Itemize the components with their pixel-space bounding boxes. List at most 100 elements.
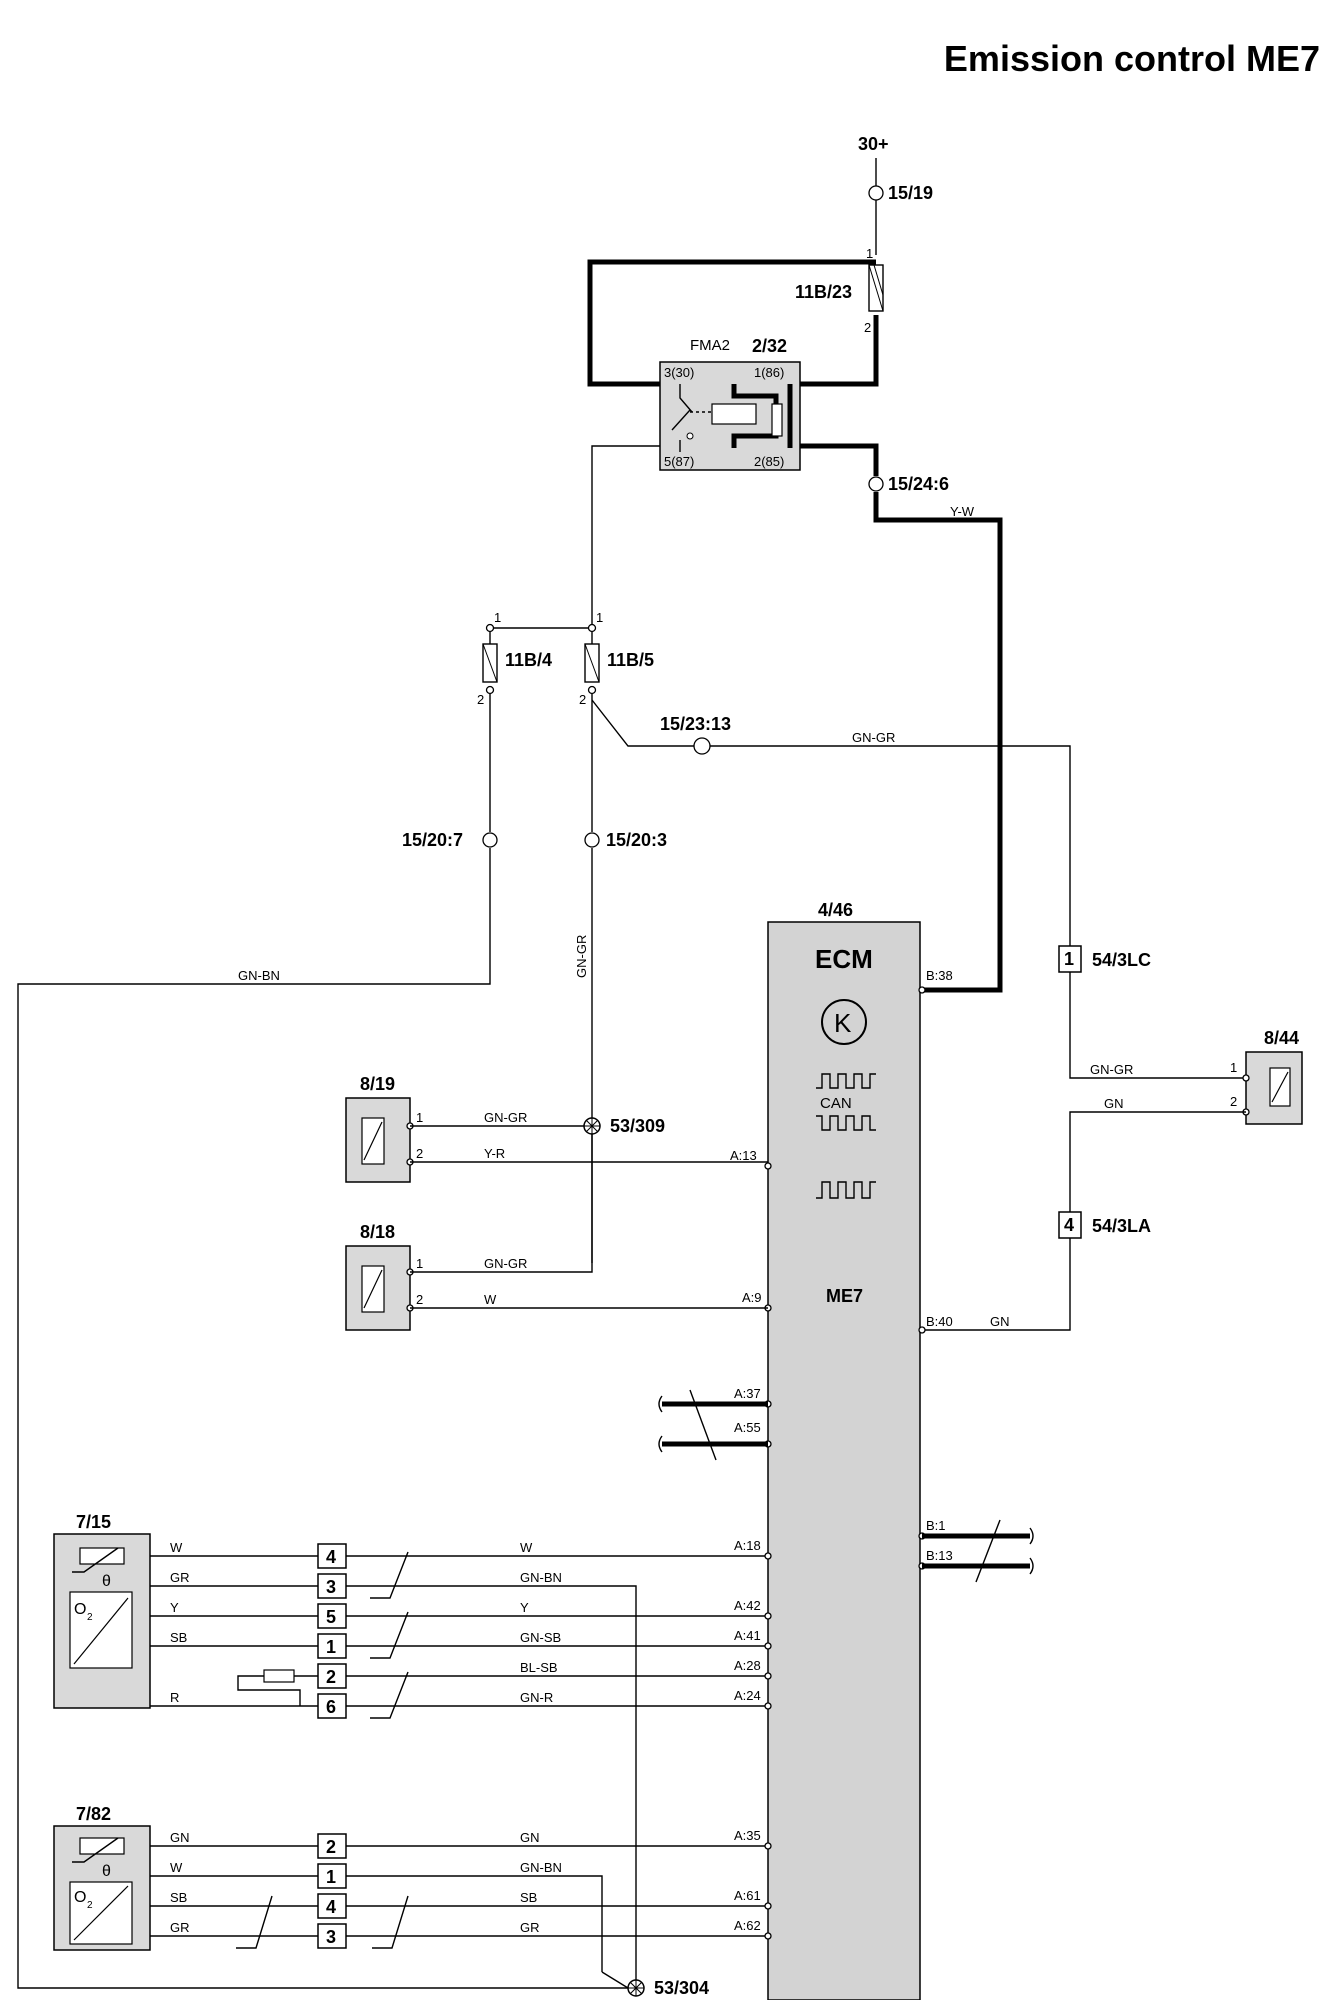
ecm-pin-a55: A:55 (734, 1420, 761, 1435)
node-15-23-13 (693, 737, 711, 755)
connector-54-3la-pin: 4 (1064, 1215, 1074, 1235)
ecm-pin-a37: A:37 (734, 1386, 761, 1401)
wire-y-715: Y (170, 1600, 179, 1615)
relay-name: FMA2 (690, 337, 730, 354)
fuse-11b-23-label: 11B/23 (795, 282, 852, 302)
node-15-20-7 (482, 832, 498, 848)
fuse-pin-label: 1 (494, 610, 501, 625)
wire-w-782: W (170, 1860, 183, 1875)
wire-sb-a61: SB (520, 1890, 537, 1905)
component-8-44-id: 8/44 (1264, 1028, 1299, 1048)
fuse-pin-label: 2 (864, 320, 871, 335)
terminal-label: 5 (326, 1607, 336, 1627)
terminal-label: 4 (326, 1897, 336, 1917)
terminal-label: 1 (326, 1637, 336, 1657)
wire-gn-a35: GN (520, 1830, 540, 1845)
wire-gn-b40: GN (990, 1314, 1010, 1329)
wire-gn-gr-819: GN-GR (484, 1110, 527, 1125)
ecm-pin-a9: A:9 (742, 1290, 762, 1305)
connector-54-3la-label: 54/3LA (1092, 1216, 1151, 1236)
ecm-pin-a62: A:62 (734, 1918, 761, 1933)
ecm-pin-a13: A:13 (730, 1148, 757, 1163)
wire-w-818: W (484, 1292, 497, 1307)
terminal-block-7-15: 4 3 5 1 2 6 (317, 1543, 347, 1719)
component-7-82-id: 7/82 (76, 1804, 111, 1824)
ecm-can-label: CAN (820, 1095, 852, 1112)
component-8-44-pin2: 2 (1230, 1094, 1237, 1109)
wire-gn-gr-844: GN-GR (1090, 1062, 1133, 1077)
wire-gn-r: GN-R (520, 1690, 553, 1705)
can-high-waveform (816, 1073, 876, 1089)
component-7-15-id: 7/15 (76, 1512, 111, 1532)
component-8-18-pin1: 1 (416, 1256, 423, 1271)
terminal-label: 6 (326, 1697, 336, 1717)
ecm-id: 4/46 (818, 900, 853, 920)
wire-gr-782: GR (170, 1920, 190, 1935)
node-15-24-6 (868, 476, 884, 492)
ecm-pin-a42: A:42 (734, 1598, 761, 1613)
supply-label: 30+ (858, 134, 889, 154)
terminal-label: 3 (326, 1927, 336, 1947)
o2-label: O (74, 1889, 86, 1906)
terminal-block-7-82: 2 1 4 3 (317, 1833, 347, 1949)
ecm-pin-a18: A:18 (734, 1538, 761, 1553)
wire-gr-715: GR (170, 1570, 190, 1585)
ecm-pin-a35: A:35 (734, 1828, 761, 1843)
component-8-44-pin1: 1 (1230, 1060, 1237, 1075)
relay-pin-30: 3(30) (664, 365, 694, 380)
ecm-model: ME7 (826, 1286, 863, 1306)
o2-label: O (74, 1601, 86, 1618)
node-15-20-3-label: 15/20:3 (606, 830, 667, 850)
node-15-20-7-label: 15/20:7 (402, 830, 463, 850)
wire-gn-bn-715: GN-BN (520, 1570, 562, 1585)
wire-gn-gr-818: GN-GR (484, 1256, 527, 1271)
wire-sb-782: SB (170, 1890, 187, 1905)
o2-subscript: 2 (87, 1900, 93, 1911)
wire-y-r: Y-R (484, 1146, 505, 1161)
component-8-19-id: 8/19 (360, 1074, 395, 1094)
relay-pin-87: 5(87) (664, 454, 694, 469)
ecm-4-46 (767, 921, 921, 2000)
terminal-label: 2 (326, 1667, 336, 1687)
ecm-pin-b38: B:38 (926, 968, 953, 983)
terminal-label: 4 (326, 1547, 336, 1567)
fuse-pin-label: 2 (579, 692, 586, 707)
fuse-pin-label: 1 (596, 610, 603, 625)
relay-id: 2/32 (752, 336, 787, 356)
diagram-title: Emission control ME7 (943, 38, 1320, 79)
wire-gn-782: GN (170, 1830, 190, 1845)
wire-y-a42: Y (520, 1600, 529, 1615)
relay-pin-86: 1(86) (754, 365, 784, 380)
ecm-pin-b40: B:40 (926, 1314, 953, 1329)
o2-subscript: 2 (87, 1612, 93, 1623)
can-low-waveform (816, 1115, 876, 1131)
ecm-k-glyph: K (834, 1008, 852, 1038)
ecm-pin-b1: B:1 (926, 1518, 946, 1533)
splice-53-304-label: 53/304 (654, 1978, 709, 1998)
component-8-19-pin2: 2 (416, 1146, 423, 1161)
relay-pin-85: 2(85) (754, 454, 784, 469)
ecm-name: ECM (815, 944, 873, 974)
thermistor-theta: θ (102, 1863, 111, 1880)
wire-gn-844: GN (1104, 1096, 1124, 1111)
wire-r-715: R (170, 1690, 179, 1705)
wire-gn-sb: GN-SB (520, 1630, 561, 1645)
ecm-pin-b13: B:13 (926, 1548, 953, 1563)
node-15-23-13-label: 15/23:13 (660, 714, 731, 734)
connector-54-3lc-label: 54/3LC (1092, 950, 1151, 970)
node-15-19-label: 15/19 (888, 183, 933, 203)
node-15-20-3 (584, 832, 600, 848)
connector-54-3lc-pin: 1 (1064, 949, 1074, 969)
component-8-19-pin1: 1 (416, 1110, 423, 1125)
wire-sb-715: SB (170, 1630, 187, 1645)
component-8-44 (1245, 1051, 1303, 1125)
thermistor-theta: θ (102, 1573, 111, 1590)
node-15-19 (868, 185, 884, 201)
wire-w-a18: W (520, 1540, 533, 1555)
terminal-label: 2 (326, 1837, 336, 1857)
component-8-18-pin2: 2 (416, 1292, 423, 1307)
signal-waveform (816, 1181, 876, 1199)
wire-gn-bn-782: GN-BN (520, 1860, 562, 1875)
resistor (263, 1669, 295, 1683)
